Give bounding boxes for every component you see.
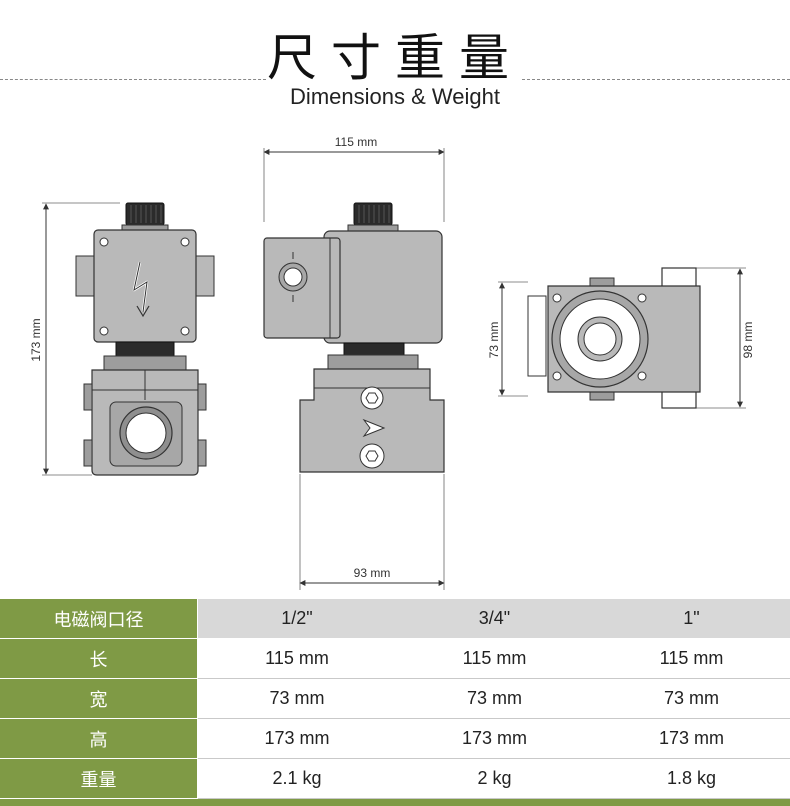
height-dimension-label: 173 mm — [29, 318, 43, 361]
table-cell: 173 mm — [197, 718, 396, 759]
row-label: 长 — [0, 638, 198, 679]
header-size-2: 3/4" — [396, 599, 593, 639]
length-dimension-label: 115 mm — [335, 135, 377, 149]
width-dimension-label: 73 mm — [487, 322, 501, 359]
base-dimension-label: 93 mm — [354, 566, 391, 580]
header-label: 电磁阀口径 — [0, 599, 198, 639]
table-cell: 115 mm — [396, 638, 593, 679]
table-cell: 73 mm — [592, 678, 790, 719]
header-size-3: 1" — [592, 599, 790, 639]
table-cell: 115 mm — [197, 638, 396, 679]
header-size-1: 1/2" — [197, 599, 396, 639]
table-row: 高 173 mm 173 mm 173 mm — [0, 718, 790, 759]
table-cell: 2 kg — [396, 758, 593, 799]
table-cell: 173 mm — [592, 718, 790, 759]
coil-knob — [125, 202, 165, 226]
table-row: 长 115 mm 115 mm 115 mm — [0, 638, 790, 679]
valve-body-side — [299, 368, 445, 473]
side-view: 115 mm 93 mm — [263, 135, 445, 590]
valve-dimension-drawing: 173 mm — [29, 135, 755, 590]
page-title-en: Dimensions & Weight — [290, 84, 500, 109]
flow-direction-icon — [362, 418, 386, 438]
table-cell: 2.1 kg — [197, 758, 396, 799]
page-title-zh: 尺寸重量 — [267, 29, 523, 87]
table-cell: 73 mm — [396, 678, 593, 719]
footer-accent-bar — [0, 799, 790, 806]
table-row: 重量 2.1 kg 2 kg 1.8 kg — [0, 758, 790, 799]
table-cell: 173 mm — [396, 718, 593, 759]
top-view: 73 mm 98 mm — [487, 267, 755, 409]
table-row: 宽 73 mm 73 mm 73 mm — [0, 678, 790, 719]
title-divider-right — [522, 79, 790, 80]
front-view: 173 mm — [29, 202, 215, 476]
title-divider-left — [0, 79, 266, 80]
row-label: 高 — [0, 718, 198, 759]
specs-header-row: 电磁阀口径 1/2" 3/4" 1" — [0, 599, 790, 639]
row-label: 重量 — [0, 758, 198, 799]
table-cell: 115 mm — [592, 638, 790, 679]
specs-table: 电磁阀口径 1/2" 3/4" 1" 长 115 mm 115 mm 115 m… — [0, 599, 790, 799]
table-cell: 73 mm — [197, 678, 396, 719]
row-label: 宽 — [0, 678, 198, 719]
junction-box — [93, 229, 197, 343]
depth-dimension-label: 98 mm — [741, 322, 755, 359]
table-cell: 1.8 kg — [592, 758, 790, 799]
